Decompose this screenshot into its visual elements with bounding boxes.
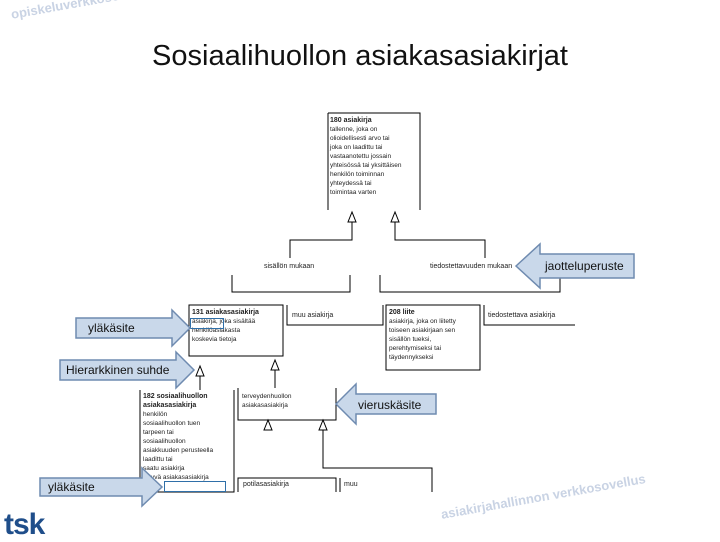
callout-arrow-jaotteluperuste [514, 242, 635, 290]
box-182-title-2: asiakasasiakirja [143, 402, 197, 409]
box-182-line: tarpeen tai [143, 429, 174, 436]
box-182: 182 sosiaalihuollon asiakasasiakirja hen… [143, 392, 233, 482]
box-208-line: perehtymiseksi tai [389, 345, 442, 352]
gen-triangle-left [347, 210, 357, 223]
box-182-line: laadittu tai [143, 456, 173, 463]
gen-triangle-terveys [263, 418, 273, 431]
branch-row-left [231, 275, 351, 293]
callout-jaotteluperuste: jaotteluperuste [545, 259, 624, 273]
callout-arrow-ylakasite-1 [75, 308, 192, 348]
box-180-line: tallenne, joka on [330, 126, 378, 133]
gen-line-potilas [322, 430, 433, 492]
box-180-line: vastaanotettu jossain [330, 153, 392, 160]
box-208-line: toiseen asiakirjaan sen [389, 327, 456, 334]
box-208-line: asiakirja, joka on liitetty [389, 318, 456, 325]
box-terveys: terveydenhuollon asiakasasiakirja [242, 392, 334, 410]
box-tietoinen-frame [483, 305, 575, 326]
box-182-line: saatu asiakirja [143, 465, 185, 472]
gen-arrow-left [289, 218, 353, 258]
box-muu-asiakirja-frame [286, 305, 384, 326]
box-208-line: sisällön tueksi, [389, 336, 432, 343]
box-208-frame [385, 304, 481, 371]
page-title: Sosiaalihuollon asiakasasiakirjat [152, 40, 568, 72]
gen-arrow-right [394, 220, 486, 258]
box-180-title: 180 asiakirja [330, 117, 372, 124]
box-180-line: olioidellisesti arvo tai [330, 135, 390, 142]
box-182-line: sosiaalihuollon [143, 438, 186, 445]
callout-hierarkkinen-suhde: Hierarkkinen suhde [66, 363, 170, 377]
box-182-line: sosiaalihuollon tuen [143, 420, 201, 427]
callout-ylakasite-2: yläkäsite [48, 480, 95, 494]
branch-label-right: tiedostettavuuden mukaan [430, 263, 513, 270]
box-182-line: henkilön [143, 411, 168, 418]
box-182-line: asiakkuuden perusteella [143, 447, 214, 454]
box-180-line: toimintaa varten [330, 189, 377, 196]
box-180-frame [327, 112, 421, 210]
callout-vieruskasite: vieruskäsite [358, 398, 422, 412]
box-182-frame [139, 390, 235, 493]
box-208: 208 liite asiakirja, joka on liitetty to… [389, 308, 479, 362]
callout-ylakasite-1: yläkäsite [88, 321, 135, 335]
box-180-line: joka on laadittu tai [330, 144, 383, 151]
highlight-asiakirja-131 [190, 318, 224, 329]
box-180-line: yhteydessä tai [330, 180, 372, 187]
box-muu-asiakirja: muu asiakirja [292, 312, 334, 319]
callout-arrow-hierarkkinen [59, 350, 196, 390]
box-potilas: potilasasiakirja [243, 481, 289, 488]
highlight-asiakasasiakirja-182 [164, 481, 226, 492]
tsk-logo: tsk [4, 508, 45, 541]
box-terveys-line-1: terveydenhuollon [242, 393, 292, 400]
box-muu: muu [344, 481, 358, 488]
box-terveys-line-2: asiakasasiakirja [242, 402, 288, 409]
box-182-line: liittyvä asiakasasiakirja [143, 474, 209, 481]
box-tietoinen-asiakirja: tiedostettava asiakirja [488, 312, 556, 319]
callout-arrow-vieruskasite [334, 382, 437, 426]
branch-row-right [379, 275, 561, 293]
box-131-line: koskevia tietoja [192, 336, 237, 343]
branch-label-left: sisällön mukaan [264, 263, 315, 270]
gen-triangle-right [390, 210, 400, 223]
box-131-frame [188, 304, 284, 357]
box-potilas-frame [237, 477, 337, 492]
box-131-line: henkilöasiakasta [192, 327, 241, 334]
box-208-line: täydennykseksi [389, 354, 434, 361]
box-208-title: 208 liite [389, 309, 415, 316]
box-131-title: 131 asiakasasiakirja [192, 309, 259, 316]
box-180-line: yhteisössä tai yksittäisen [330, 162, 402, 169]
callout-arrow-ylakasite-2 [39, 466, 164, 508]
box-180: 180 asiakirja tallenne, joka on olioidel… [330, 116, 418, 197]
box-180-line: henkilön toiminnan [330, 171, 385, 178]
box-182-title-1: 182 sosiaalihuollon [143, 393, 208, 400]
